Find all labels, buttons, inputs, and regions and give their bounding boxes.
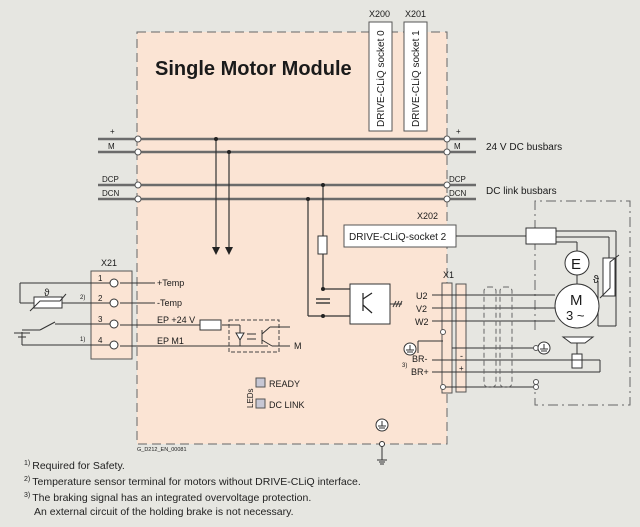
footnotes: 1)Required for Safety. 2)Temperature sen… <box>24 457 361 519</box>
arrow-down-icon <box>225 247 233 255</box>
x202-label: X202 <box>417 211 438 221</box>
socket-x202-label: DRIVE-CLiQ-socket 2 <box>349 232 447 243</box>
socket-x200[interactable] <box>368 21 393 132</box>
footnote-text: An external circuit of the holding brake… <box>34 506 294 518</box>
encoder-wires <box>556 230 617 327</box>
x21-pin-3: 3 <box>98 315 103 324</box>
encoder-icon <box>564 250 590 276</box>
x21-signal-temp-minus: -Temp <box>157 298 182 308</box>
socket-x200-label: DRIVE-CLiQ socket 0 <box>376 30 387 127</box>
x1-terminals <box>440 329 539 390</box>
bus-dcp-right: DCP <box>449 175 466 184</box>
x21-pin-4: 4 <box>98 336 103 345</box>
footnote-text: Required for Safety. <box>32 460 125 472</box>
drawing-id: G_D212_EN_00081 <box>137 447 187 453</box>
busbars <box>98 137 476 201</box>
x21-label: X21 <box>101 258 117 268</box>
x21-theta: ϑ <box>44 288 50 299</box>
footnote-1: 1)Required for Safety. <box>24 457 361 473</box>
footnote-3-continued: An external circuit of the holding brake… <box>24 505 361 519</box>
temp-sensor-slash <box>29 293 67 312</box>
earth-terminal-icon <box>377 441 387 465</box>
temp-sensor-icon <box>33 296 63 309</box>
motor-enclosure <box>534 200 631 406</box>
footnote-2: 2)Temperature sensor terminal for motors… <box>24 473 361 489</box>
dc24-busbars-label: 24 V DC busbars <box>486 142 562 153</box>
inverter-block <box>349 283 391 325</box>
x1-phase-u2: U2 <box>416 291 428 301</box>
x201-label: X201 <box>405 9 426 19</box>
bus-m-right: M <box>454 142 461 151</box>
x1-phase-w2: W2 <box>415 317 429 327</box>
arrow-down-icon <box>212 247 220 255</box>
footnote-text: Temperature sensor terminal for motors w… <box>32 476 361 488</box>
socket-x201[interactable] <box>403 21 428 132</box>
tap-dots <box>214 137 325 318</box>
x1-connector <box>441 282 453 394</box>
brake-icon <box>561 336 595 344</box>
x21-signal-ep24: EP +24 V <box>157 315 195 325</box>
bus-plus-right: + <box>456 127 461 136</box>
busbar-terminals <box>134 135 451 203</box>
footnote-mark: 2) <box>24 476 31 483</box>
resistor-icon <box>199 319 222 331</box>
x21-signal-temp-plus: +Temp <box>157 278 184 288</box>
three-phase-output-icon <box>390 300 403 308</box>
motor-theta: ϑ <box>593 274 599 286</box>
dclink-busbars-label: DC link busbars <box>486 186 557 197</box>
x21-pin-1: 1 <box>98 274 103 283</box>
ground-icon <box>537 341 551 355</box>
led-dclink-indicator <box>255 398 266 409</box>
led-ready-label: READY <box>269 379 300 389</box>
optocoupler-inner <box>235 325 290 347</box>
x21-wires <box>14 282 268 347</box>
socket-x201-label: DRIVE-CLiQ socket 1 <box>411 30 422 127</box>
x1-brake-minus: BR- <box>412 354 428 364</box>
optocoupler-icon <box>228 319 280 353</box>
bus-plus-left: + <box>110 127 115 136</box>
x1-wires <box>417 294 601 388</box>
ground-icon <box>375 418 389 432</box>
x1-minus-sign: - <box>460 351 463 361</box>
optocoupler-m-label: M <box>294 341 302 351</box>
encoder-interface-box <box>525 227 557 245</box>
footnote-text: The braking signal has an integrated ove… <box>32 492 312 504</box>
encoder-label: E <box>571 256 581 273</box>
footnote-3: 3)The braking signal has an integrated o… <box>24 489 361 505</box>
module-title: Single Motor Module <box>155 58 352 80</box>
cable-shields <box>483 286 513 388</box>
x21-note-safety: 1) <box>80 337 85 343</box>
x1-plug <box>455 283 467 393</box>
brake-coil <box>571 353 583 369</box>
x21-signal-epm1: EP M1 <box>157 336 184 346</box>
tap-wires <box>215 139 350 317</box>
led-dclink-label: DC LINK <box>269 400 305 410</box>
bus-dcp-left: DCP <box>102 175 119 184</box>
x1-label: X1 <box>443 270 454 280</box>
led-ready-indicator <box>255 377 266 388</box>
ground-icon <box>403 342 417 356</box>
leds-group-label: LEDs <box>246 388 255 408</box>
x21-note-temp: 2) <box>80 295 85 301</box>
motor-icon <box>554 283 600 329</box>
footnote-mark: 3) <box>24 492 31 499</box>
transistor-icon <box>362 292 373 314</box>
brake-note: 3) <box>402 363 407 369</box>
thermistor-slash <box>599 254 620 299</box>
x1-plus-sign: + <box>459 364 464 373</box>
x200-label: X200 <box>369 9 390 19</box>
capacitor-icon <box>316 298 330 304</box>
bus-m-left: M <box>108 142 115 151</box>
motor-label: M <box>570 292 583 309</box>
footnote-mark: 1) <box>24 460 31 467</box>
x21-pin-2: 2 <box>98 294 103 303</box>
motor-thermistor-icon <box>602 257 616 297</box>
x1-phase-v2: V2 <box>416 304 427 314</box>
motor-phase-label: 3 ~ <box>566 308 585 323</box>
bus-dcn-left: DCN <box>102 189 120 198</box>
x1-brake-plus: BR+ <box>411 367 429 377</box>
fuse-icon <box>317 235 328 255</box>
bus-dcn-right: DCN <box>449 189 467 198</box>
